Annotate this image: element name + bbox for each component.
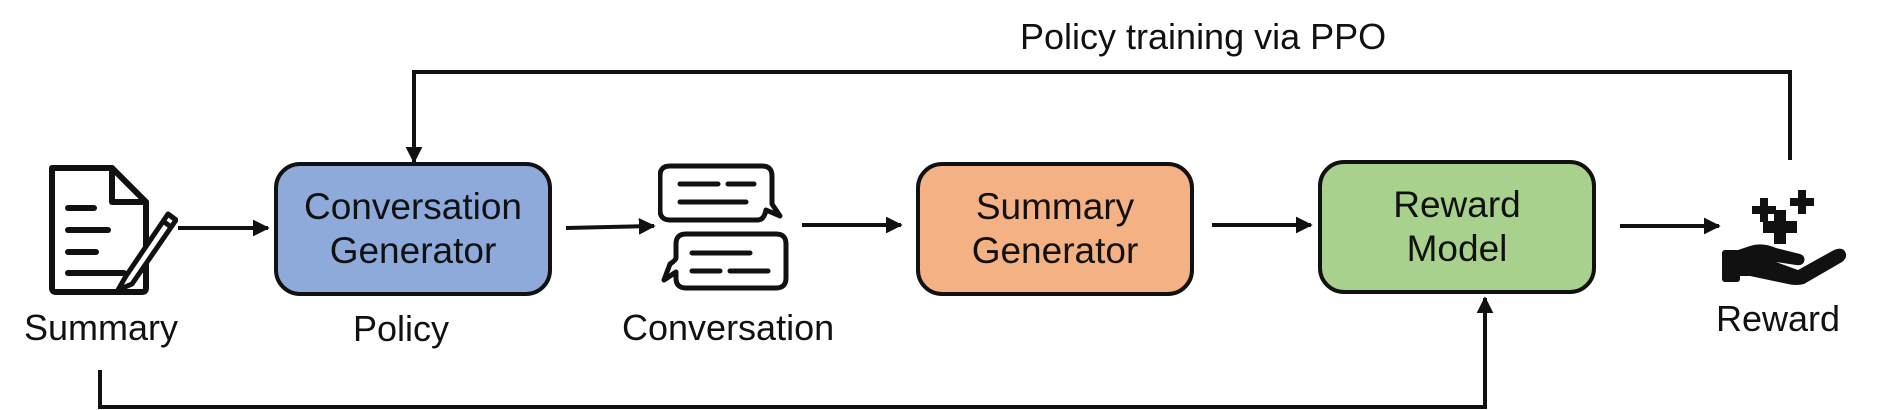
summary-generator-box: Summary Generator [916, 162, 1194, 296]
reward-label: Reward [1716, 298, 1841, 339]
document-pencil-icon [49, 165, 178, 295]
ppo-label: Policy training via PPO [1020, 16, 1387, 57]
reward-model-line1: Reward [1393, 184, 1521, 225]
chat-bubbles-icon [658, 163, 789, 291]
summary-generator-line2: Generator [971, 230, 1139, 271]
arrow-generator-to-conversation [565, 217, 656, 235]
summary-generator-line1: Summary [975, 186, 1135, 227]
policy-label: Policy [353, 308, 450, 349]
hand-plus-icon [1722, 190, 1847, 285]
conversation-generator-line2: Generator [329, 230, 497, 271]
conversation-generator-box: Conversation Generator [274, 162, 552, 296]
conversation-generator-line1: Conversation [303, 186, 522, 227]
ppo-feedback-loop [405, 70, 1792, 164]
reward-model-box: Reward Model [1318, 160, 1596, 294]
summary-label: Summary [24, 307, 179, 348]
conversation-label: Conversation [622, 307, 835, 348]
reward-model-line2: Model [1406, 228, 1508, 269]
summary-to-reward-model-loop [98, 296, 1494, 409]
